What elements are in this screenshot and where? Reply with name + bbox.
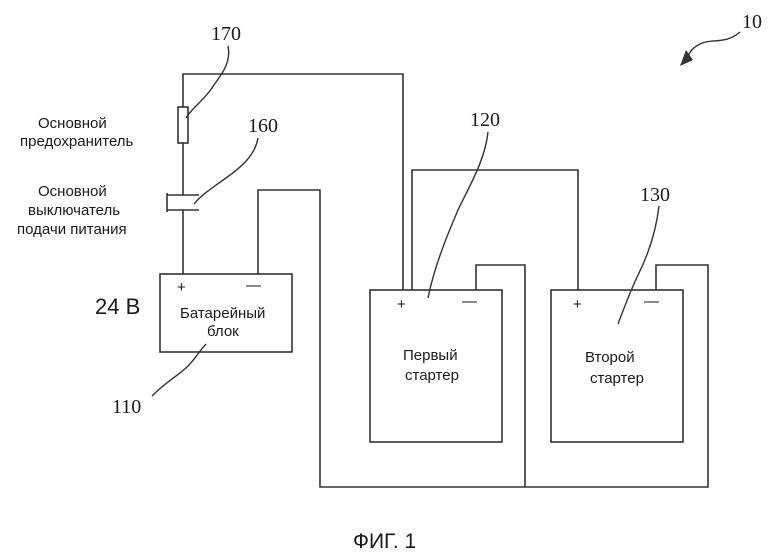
battery-minus-sign: —	[246, 277, 261, 294]
switch-label-line1: Основной	[38, 183, 107, 200]
starter2-plus-sign: +	[573, 296, 582, 313]
starter2-name-line1: Второй	[585, 349, 635, 366]
figure-caption: ФИГ. 1	[353, 530, 416, 553]
battery-voltage: 24 В	[95, 294, 140, 319]
wire-fuse-to-starter1-plus	[183, 74, 403, 290]
starter1-ref: 120	[470, 109, 500, 131]
battery-plus-sign: +	[177, 279, 186, 296]
ref-overall-arrowhead	[680, 50, 693, 66]
starter1-minus-sign: —	[462, 293, 477, 310]
starter1-name-line2: стартер	[405, 367, 459, 384]
battery-ref: 110	[112, 396, 141, 418]
ref-overall-leader	[688, 32, 740, 56]
starter1-plus-sign: +	[397, 296, 406, 313]
switch-label-line3: подачи питания	[17, 221, 127, 238]
switch-ref: 160	[248, 115, 278, 137]
battery-name-line2: блок	[207, 323, 239, 340]
starter2-ref: 130	[640, 184, 670, 206]
fuse-label-line1: Основной	[38, 115, 107, 132]
starter1-name-line1: Первый	[403, 347, 458, 364]
battery-name-line1: Батарейный	[180, 305, 265, 322]
first-starter	[370, 290, 502, 442]
switch-leader	[194, 138, 258, 204]
starter2-minus-sign: —	[644, 293, 659, 310]
switch-label-line2: выключатель	[28, 202, 120, 219]
fuse-ref: 170	[211, 23, 241, 45]
second-starter	[551, 290, 683, 442]
starter2-name-line2: стартер	[590, 370, 644, 387]
wire-starter1-plus-to-starter2-plus	[412, 170, 578, 290]
main-fuse	[178, 107, 188, 143]
fuse-leader	[186, 46, 229, 118]
fuse-label-line2: предохранитель	[20, 133, 134, 150]
ref-overall-label: 10	[742, 11, 762, 33]
starter1-leader	[428, 132, 488, 298]
